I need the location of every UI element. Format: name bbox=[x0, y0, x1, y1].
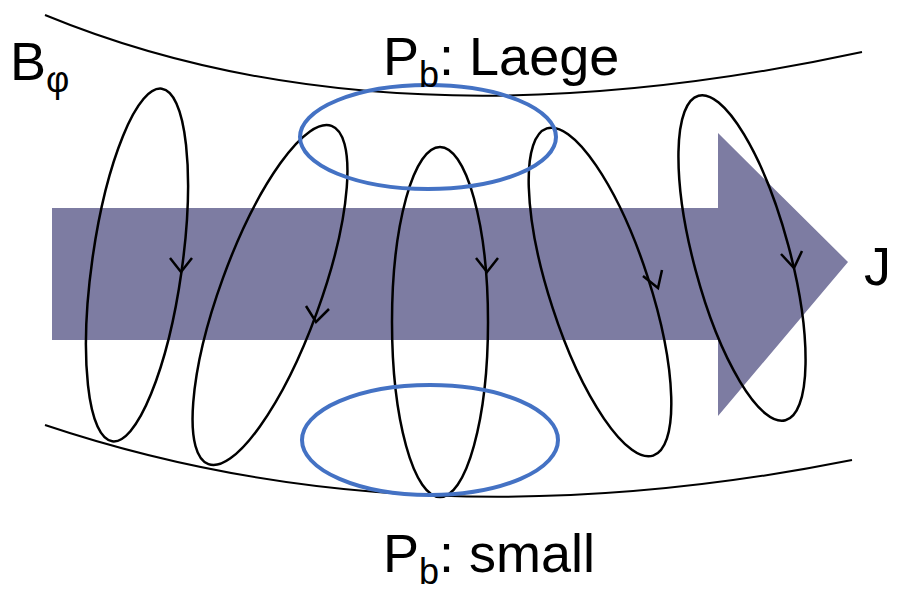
highlight-ellipse bbox=[300, 85, 556, 189]
field-loop bbox=[68, 82, 207, 447]
column-boundary bbox=[45, 15, 862, 96]
field-loops bbox=[68, 82, 832, 497]
pressure-label: Pb: small bbox=[383, 526, 595, 590]
symbol-text: B bbox=[10, 31, 46, 91]
symbol-text: : Laege bbox=[439, 26, 619, 86]
current-symbol: J bbox=[864, 239, 891, 293]
loop-arrowhead bbox=[781, 251, 802, 268]
current-arrow bbox=[52, 133, 848, 416]
loop-arrowhead bbox=[306, 306, 329, 322]
symbol-text: P bbox=[383, 523, 419, 583]
field-loop bbox=[392, 147, 488, 497]
subscript: b bbox=[419, 551, 439, 592]
field-symbol: Bφ bbox=[10, 34, 69, 98]
pressure-label: Pb: Laege bbox=[383, 29, 619, 93]
highlight-ellipse bbox=[302, 385, 558, 495]
loop-arrowhead bbox=[170, 258, 192, 272]
symbol-text: P bbox=[383, 26, 419, 86]
loop-arrowhead bbox=[643, 270, 662, 288]
symbol-text: : small bbox=[439, 523, 595, 583]
symbol-text: J bbox=[864, 236, 891, 296]
column-boundary bbox=[45, 425, 852, 497]
field-loop bbox=[652, 83, 832, 432]
field-loop bbox=[161, 109, 378, 481]
subscript: φ bbox=[46, 59, 69, 100]
loop-arrowhead bbox=[476, 258, 498, 272]
subscript: b bbox=[419, 54, 439, 95]
